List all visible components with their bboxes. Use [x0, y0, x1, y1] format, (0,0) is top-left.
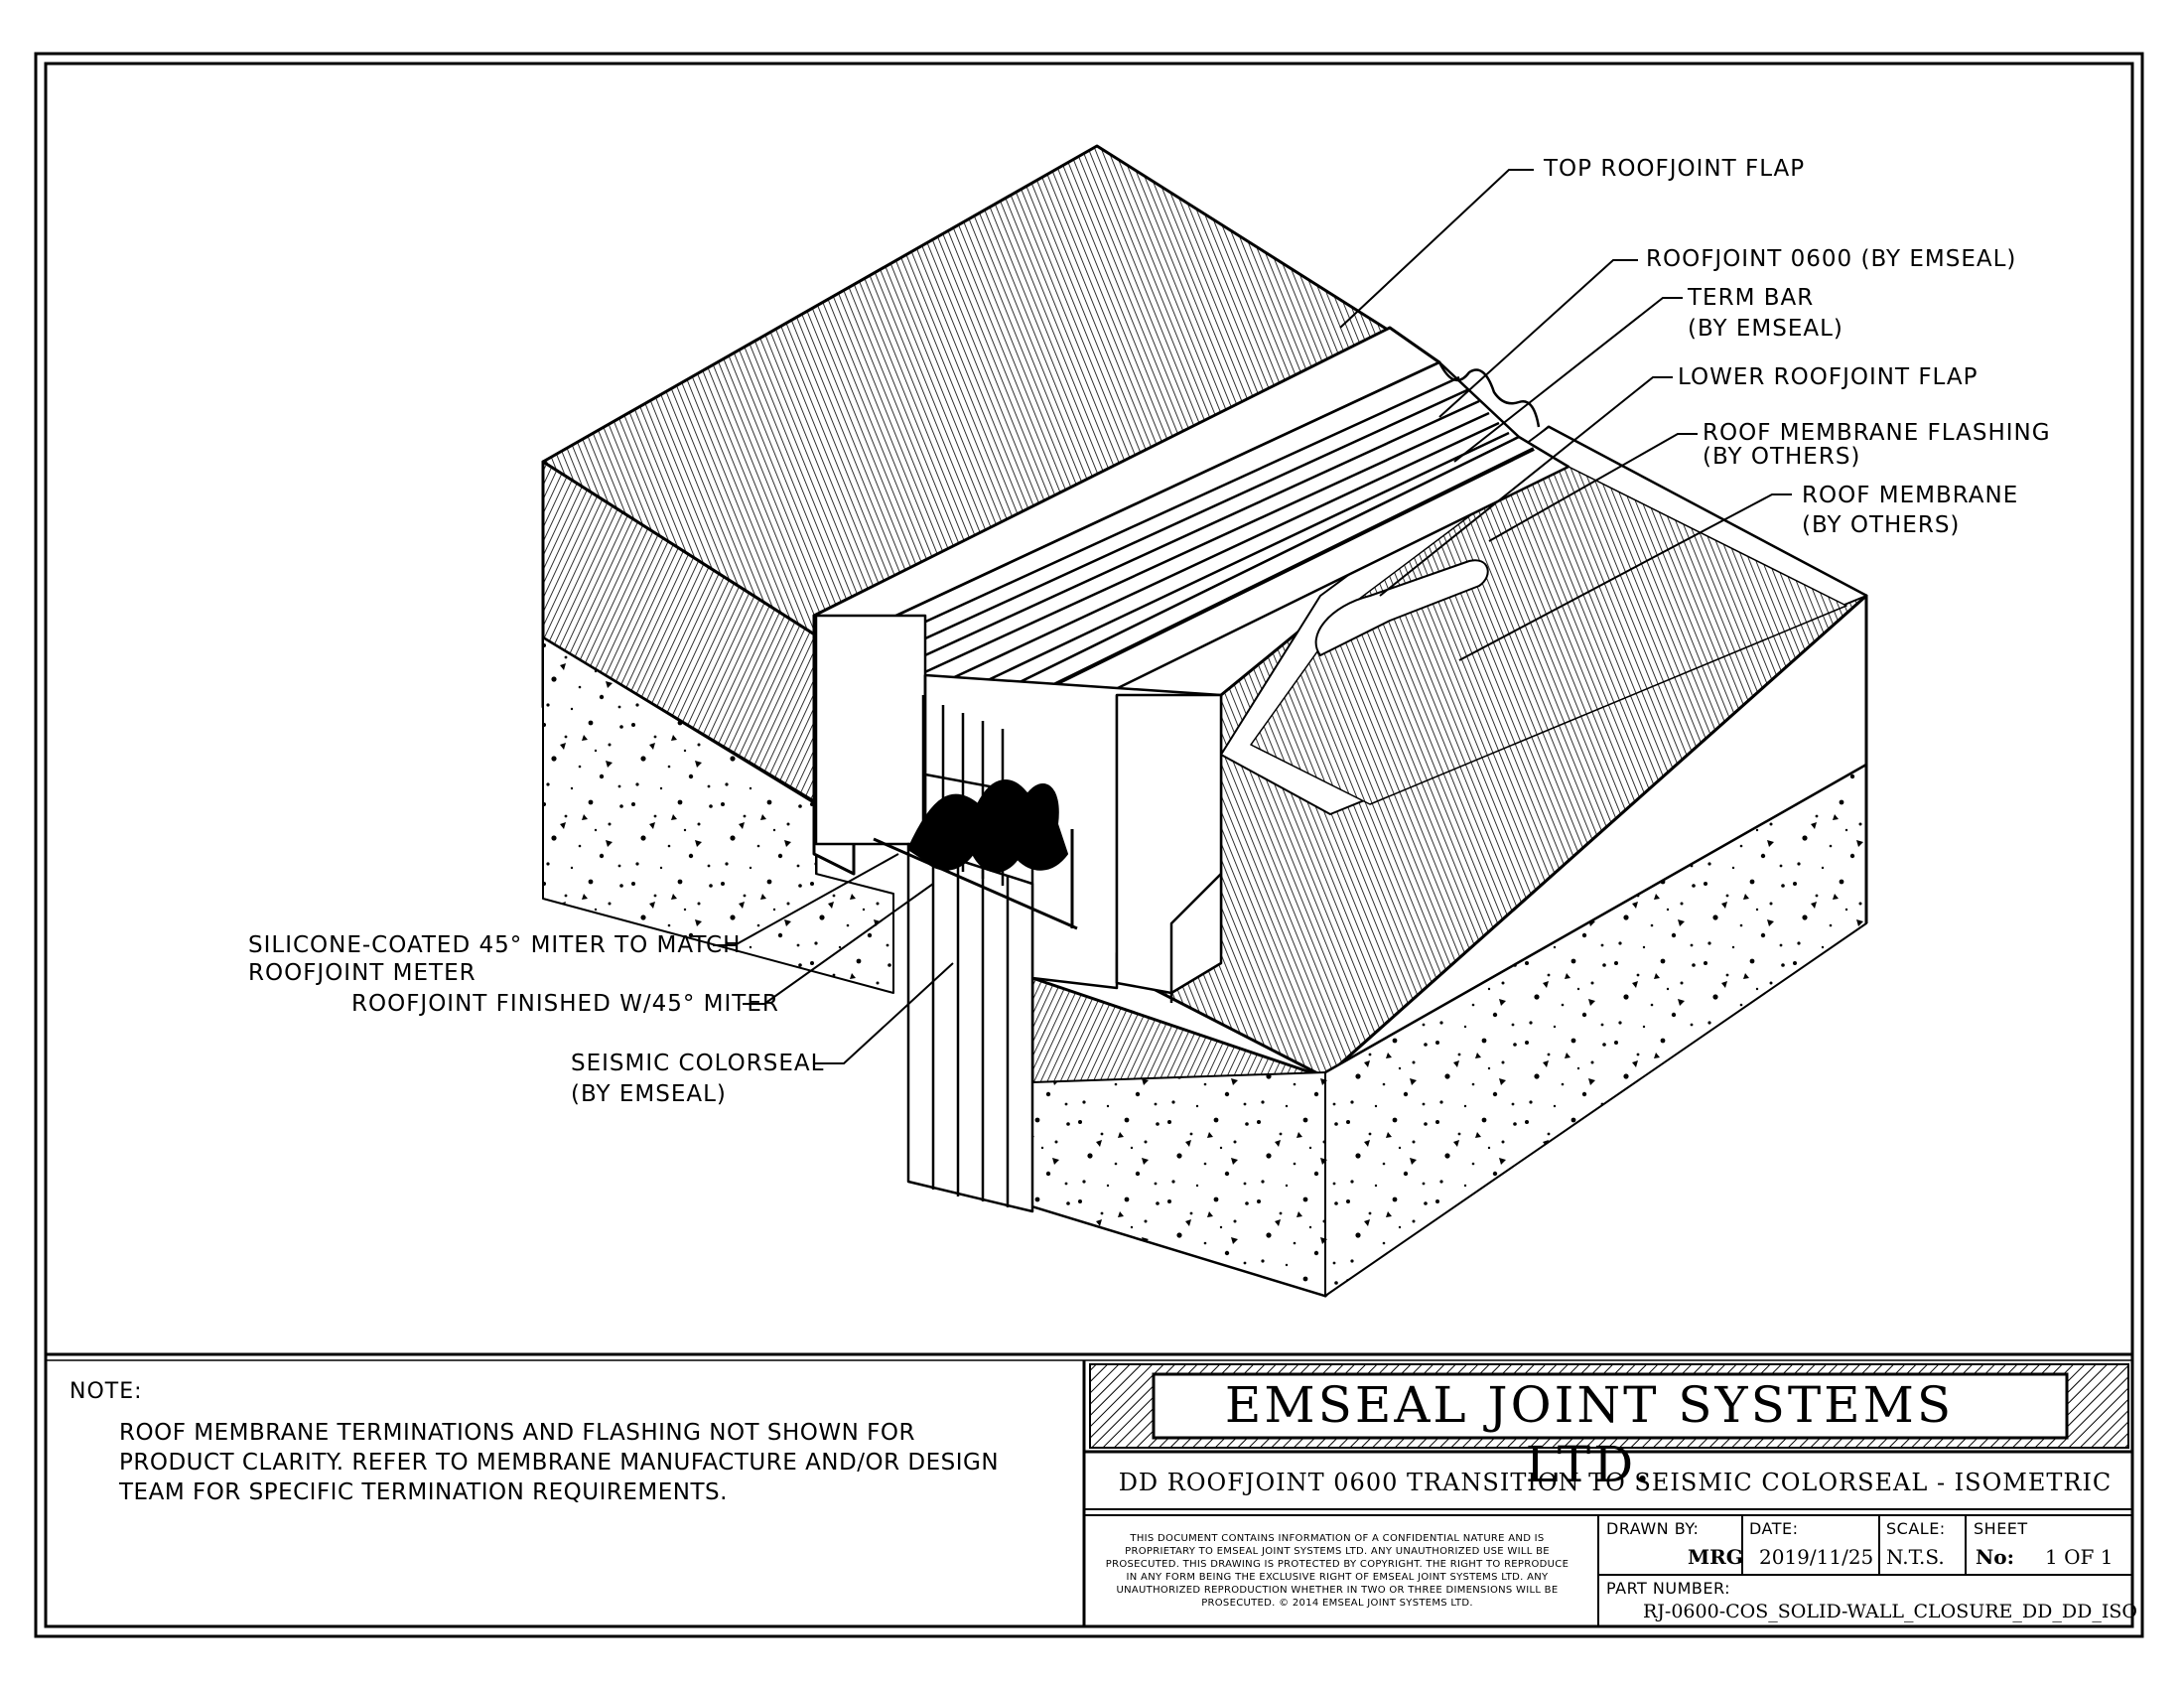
scale-label: SCALE: [1886, 1519, 1946, 1538]
callout-roof-membrane-by: (BY OTHERS) [1802, 512, 1961, 538]
leader-term-bar [1453, 297, 1683, 463]
sheet-value: 1 OF 1 [2045, 1545, 2114, 1569]
outer-border [34, 52, 2144, 1638]
callout-seismic-colorseal-by: (BY EMSEAL) [571, 1081, 727, 1107]
sheet-label: SHEET [1974, 1519, 2028, 1538]
callout-seismic-colorseal: SEISMIC COLORSEAL [571, 1051, 825, 1076]
part-number-value: RJ-0600-COS_SOLID-WALL_CLOSURE_DD_DD_ISO [1643, 1601, 2137, 1622]
right-concrete [1031, 1071, 1326, 1297]
membrane-notch [1314, 559, 1489, 656]
leader-flashing [1488, 433, 1698, 542]
title-block [1082, 1360, 2132, 1626]
callout-top-roofjoint-flap: TOP ROOFJOINT FLAP [1544, 156, 1806, 182]
leader-membrane [1458, 493, 1792, 661]
callout-term-bar-by: (BY EMSEAL) [1688, 316, 1843, 342]
leader-lines [713, 169, 1792, 1064]
callout-roof-membrane-flashing-by: (BY OTHERS) [1703, 444, 1861, 470]
leader-top-flap [1339, 169, 1534, 329]
callout-silicone-coated-miter: SILICONE-COATED 45° MITER TO MATCH [248, 932, 742, 958]
note-heading: NOTE: [69, 1379, 143, 1404]
date-label: DATE: [1749, 1519, 1799, 1538]
leader-finished [743, 883, 934, 1005]
callout-roofjoint-finished: ROOFJOINT FINISHED W/45° MITER [351, 991, 779, 1017]
scale-value: N.T.S. [1886, 1545, 1945, 1569]
drawing-title: DD ROOFJOINT 0600 TRANSITION TO SEISMIC … [1118, 1469, 2113, 1496]
leader-roofjoint [1438, 259, 1638, 418]
callout-roofjoint-0600: ROOFJOINT 0600 (BY EMSEAL) [1646, 246, 2017, 272]
date-value: 2019/11/25 [1759, 1545, 1874, 1569]
callout-term-bar: TERM BAR [1688, 285, 1815, 311]
callout-roof-membrane-flashing: ROOF MEMBRANE FLASHING [1703, 420, 2051, 446]
leader-silicone [713, 853, 899, 946]
inner-border [44, 62, 2134, 1628]
company-name: EMSEAL JOINT SYSTEMS LTD. [1224, 1376, 1955, 1493]
callout-silicone-coated-miter-2: ROOFJOINT METER [248, 960, 477, 986]
drawn-by-value: MRG [1688, 1545, 1743, 1569]
legal-notice: THIS DOCUMENT CONTAINS INFORMATION OF A … [1105, 1533, 1570, 1609]
part-number-label: PART NUMBER: [1606, 1579, 1730, 1598]
sheet-no-label: No: [1976, 1545, 2015, 1569]
drawn-by-label: DRAWN BY: [1606, 1519, 1700, 1538]
isometric-detail [541, 144, 1868, 1298]
callout-roof-membrane: ROOF MEMBRANE [1802, 483, 2019, 508]
callout-lower-roofjoint-flap: LOWER ROOFJOINT FLAP [1678, 364, 1979, 390]
note-body: ROOF MEMBRANE TERMINATIONS AND FLASHING … [119, 1420, 1000, 1505]
miter-transition [907, 779, 1068, 873]
leader-seismic [814, 962, 954, 1064]
leader-lower-flap [1379, 376, 1673, 597]
